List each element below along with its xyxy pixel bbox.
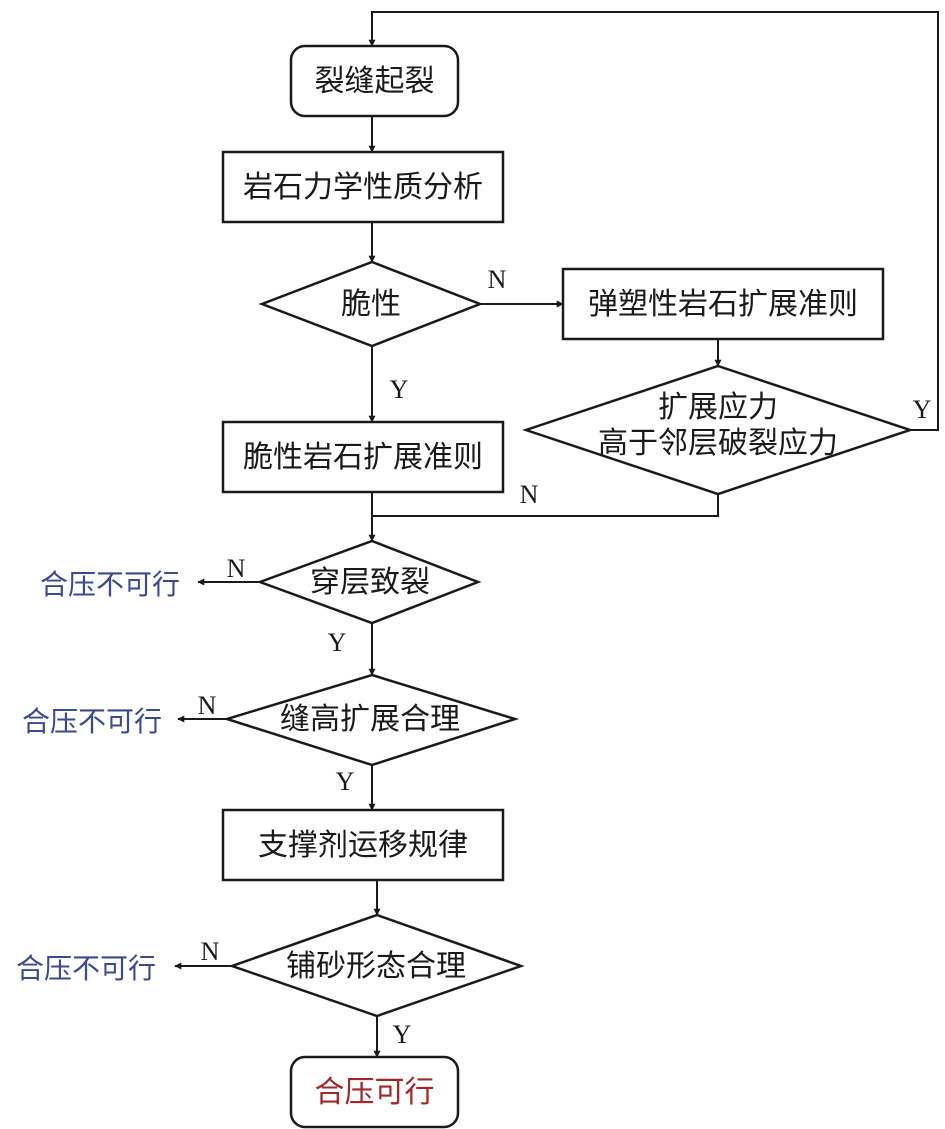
node-rock-mechanics: 岩石力学性质分析 — [221, 150, 505, 224]
outcome-infeasible-1: 合压不可行 — [40, 568, 180, 601]
decision-brittle: 脆性 — [258, 260, 484, 348]
decision-sand-label: 铺砂形态合理 — [286, 949, 466, 984]
label-cross-no: N — [227, 554, 246, 583]
connectors — [174, 11, 939, 1058]
label-brittle-yes: Y — [390, 375, 409, 404]
label-sand-yes: Y — [393, 1020, 412, 1049]
node-crack-initiation-label: 裂缝起裂 — [315, 64, 435, 99]
node-rock-mechanics-label: 岩石力学性质分析 — [243, 170, 483, 205]
label-stress-no: N — [520, 480, 539, 509]
label-height-no: N — [198, 691, 217, 720]
node-elastoplastic-criterion-label: 弹塑性岩石扩展准则 — [588, 287, 858, 322]
label-height-yes: Y — [336, 767, 355, 796]
label-stress-yes: Y — [913, 395, 932, 424]
decision-stress-label-line1: 扩展应力 — [658, 390, 778, 425]
decision-brittle-label: 脆性 — [341, 287, 401, 322]
loop-back-arrow — [368, 11, 939, 431]
label-cross-yes: Y — [328, 628, 347, 657]
decision-height: 缝高扩展合理 — [222, 673, 520, 767]
decision-cross-layer-label: 穿层致裂 — [310, 565, 430, 600]
node-feasible: 合压可行 — [289, 1055, 460, 1129]
node-elastoplastic-criterion: 弹塑性岩石扩展准则 — [561, 267, 885, 341]
label-sand-no: N — [201, 937, 220, 966]
outcome-infeasible-3: 合压不可行 — [16, 952, 156, 985]
label-brittle-no: N — [488, 265, 507, 294]
node-brittle-criterion: 脆性岩石扩展准则 — [221, 420, 505, 494]
decision-cross-layer: 穿层致裂 — [256, 539, 482, 625]
decision-height-label: 缝高扩展合理 — [280, 702, 460, 737]
node-proppant: 支撑剂运移规律 — [221, 808, 505, 882]
decision-sand: 铺砂形态合理 — [228, 913, 525, 1018]
outcome-infeasible-2: 合压不可行 — [22, 705, 162, 738]
decision-stress: 扩展应力 高于邻层破裂应力 — [522, 364, 914, 496]
node-feasible-label: 合压可行 — [315, 1075, 435, 1110]
decision-stress-label-line2: 高于邻层破裂应力 — [598, 426, 838, 461]
node-crack-initiation: 裂缝起裂 — [289, 44, 460, 118]
merge-line-stress-no — [372, 494, 719, 517]
node-brittle-criterion-label: 脆性岩石扩展准则 — [243, 440, 483, 475]
node-proppant-label: 支撑剂运移规律 — [258, 828, 468, 863]
